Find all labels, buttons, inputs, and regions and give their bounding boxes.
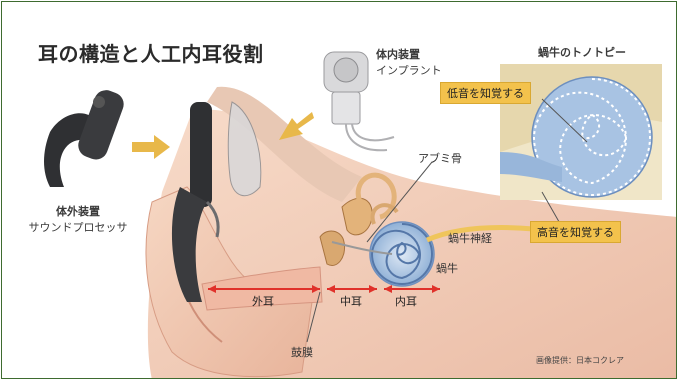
tonotopy-heading: 蝸牛のトノトピー bbox=[538, 44, 626, 60]
low-frequency-tag: 低音を知覚する bbox=[440, 82, 531, 104]
page-title: 耳の構造と人工内耳役割 bbox=[38, 38, 264, 67]
stapes-label: アブミ骨 bbox=[418, 150, 462, 166]
sound-processor-image bbox=[44, 87, 127, 187]
cochlea-label: 蝸牛 bbox=[436, 260, 458, 276]
flow-arrow-right bbox=[132, 135, 170, 159]
inner-ear-label: 内耳 bbox=[395, 293, 417, 309]
eardrum-label: 鼓膜 bbox=[291, 344, 313, 360]
middle-ear-label: 中耳 bbox=[340, 293, 362, 309]
image-credit: 画像提供：日本コクレア bbox=[536, 355, 624, 366]
high-frequency-tag: 高音を知覚する bbox=[530, 221, 621, 243]
cochlear-nerve-label: 蝸牛神経 bbox=[448, 230, 492, 246]
outer-ear-label: 外耳 bbox=[252, 293, 274, 309]
external-device-label: 体外装置 サウンドプロセッサ bbox=[28, 203, 128, 235]
internal-device-label: 体内装置 インプラント bbox=[376, 46, 442, 78]
